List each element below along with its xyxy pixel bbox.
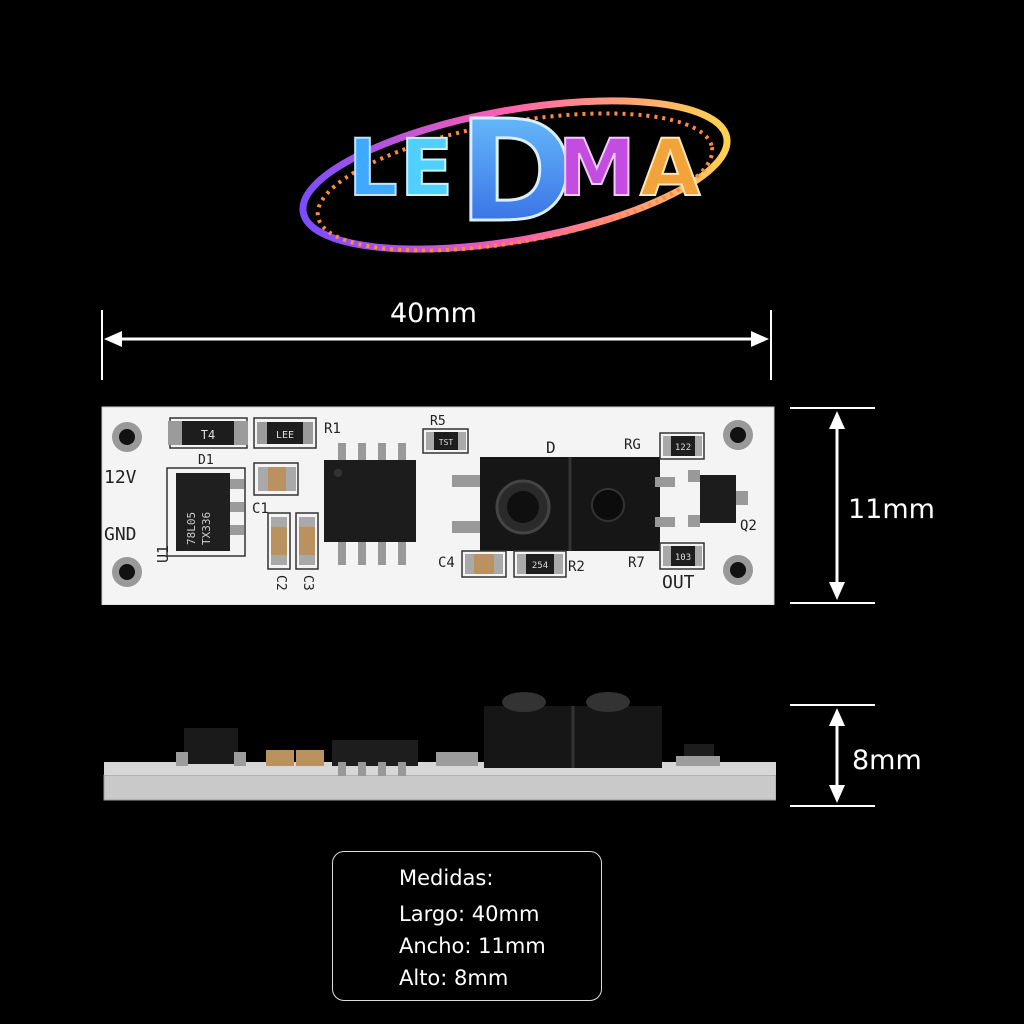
- mounting-hole: [112, 422, 142, 452]
- silk-r7: R7: [628, 555, 645, 571]
- silk-r1: R1: [324, 421, 341, 437]
- mounting-hole: [723, 555, 753, 585]
- silk-12v: 12V: [104, 467, 137, 488]
- silk-out: OUT: [662, 572, 695, 593]
- measurements-title: Medidas:: [399, 866, 494, 890]
- logo-letter-d: D: [458, 91, 574, 254]
- regulator-marking-2: TX336: [200, 512, 213, 545]
- length-label: 40mm: [390, 298, 477, 329]
- silk-c4: C4: [438, 555, 455, 571]
- silk-q2: Q2: [740, 518, 757, 534]
- silk-d: D: [546, 438, 556, 457]
- measurements-box: Medidas: Largo: 40mm Ancho: 11mm Alto: 8…: [332, 851, 602, 1001]
- length-dimension-line: [101, 310, 772, 380]
- logo-letter-e: E: [400, 124, 453, 214]
- ledma-logo: L E D M A: [299, 90, 731, 256]
- silk-r5: R5: [430, 414, 446, 429]
- ic-chip: [324, 443, 416, 565]
- mounting-hole: [112, 557, 142, 587]
- ir-sensor: [452, 457, 675, 551]
- logo-letter-l: L: [348, 124, 398, 214]
- resistor-marking-r5: TST: [439, 438, 454, 447]
- diode-marking: T4: [201, 428, 215, 442]
- silk-u1: U1: [154, 545, 172, 563]
- logo-letter-a: A: [640, 124, 700, 214]
- resistor-marking-r2: 254: [532, 561, 548, 571]
- resistor-marking-r7: 103: [675, 553, 691, 563]
- transistor-q2: [688, 470, 748, 527]
- height-dimension-line: [790, 704, 875, 807]
- silk-gnd: GND: [104, 524, 137, 545]
- resistor-marking-lee: LEE: [276, 430, 294, 441]
- logo-ring-dots: [315, 111, 715, 253]
- resistor-marking-rg: 122: [675, 443, 691, 453]
- silk-c2: C2: [273, 575, 288, 591]
- width-dimension-line: [790, 407, 875, 604]
- mounting-hole: [723, 420, 753, 450]
- silk-r2: R2: [568, 559, 585, 575]
- regulator-marking-1: 78L05: [185, 512, 198, 545]
- pcb-top-view: T4 LEE R1 12V GND D1 78L05 TX336 U1 C1: [101, 406, 775, 605]
- silk-c1: C1: [252, 501, 269, 517]
- silk-rg: RG: [624, 437, 641, 453]
- measurement-length: Largo: 40mm: [399, 902, 540, 926]
- logo-letter-m: M: [558, 124, 636, 214]
- height-label: 8mm: [852, 745, 922, 776]
- measurement-width: Ancho: 11mm: [399, 934, 546, 958]
- pcb-side-view: [103, 692, 776, 801]
- measurement-height: Alto: 8mm: [399, 966, 509, 990]
- silk-c3: C3: [300, 575, 315, 591]
- width-label: 11mm: [848, 494, 935, 525]
- silk-d1: D1: [198, 453, 214, 468]
